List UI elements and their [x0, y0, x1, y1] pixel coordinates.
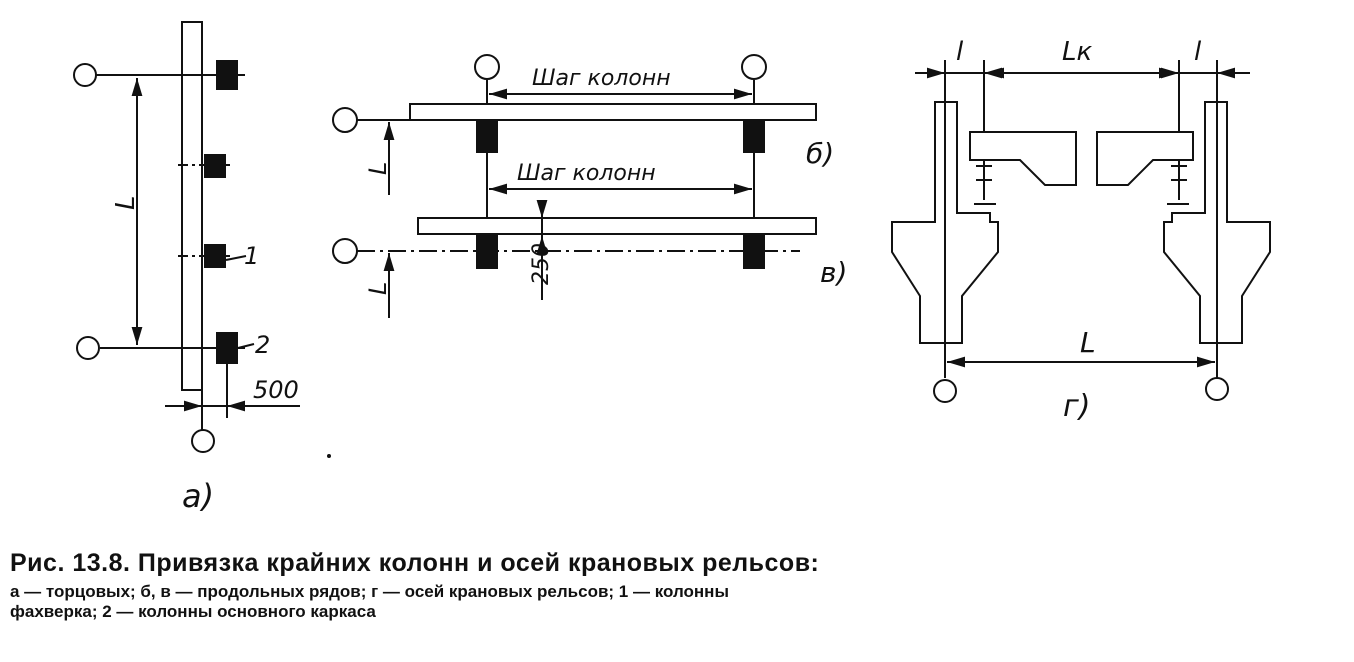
callout-label-1: 1 — [244, 242, 259, 270]
dimension-label-l-right: l — [1194, 37, 1202, 67]
axis-marker-top-right — [741, 54, 767, 80]
framework-column — [204, 244, 226, 268]
callout-leader-2 — [237, 343, 255, 349]
callout-label-2: 2 — [255, 331, 270, 359]
figure-caption: Рис. 13.8. Привязка крайних колонн и осе… — [10, 548, 1350, 622]
caption-title: Рис. 13.8. Привязка крайних колонн и осе… — [10, 549, 820, 577]
main-column — [216, 332, 238, 364]
column-v-left — [476, 235, 498, 269]
dimension-label-500: 500 — [253, 376, 299, 404]
longitudinal-wall-b — [409, 103, 817, 121]
axis-marker-b — [332, 107, 358, 133]
step-label-v: Шаг колонн — [517, 161, 656, 186]
crane-bridge-right — [1096, 131, 1194, 186]
crane-bridge-left — [969, 131, 1077, 186]
axis-marker-left-g — [933, 379, 957, 403]
column-v-right — [743, 235, 765, 269]
caption-body: а — торцовых; б, в — продольных рядов; г… — [10, 582, 1350, 622]
dimension-label-Lk: Lк — [1062, 37, 1092, 67]
figure-drawing: L 1 2 500 а) Шаг колонн Шаг колонн L — [73, 21, 1271, 515]
panel-label-a: а) — [182, 477, 214, 515]
framework-column — [204, 154, 226, 178]
dimension-label-L-v: L — [364, 282, 392, 295]
panel-label-b: б) — [806, 137, 834, 170]
longitudinal-wall-v — [417, 217, 817, 235]
axis-marker-top — [73, 63, 97, 87]
dimension-label-250: 250 — [529, 243, 554, 285]
panel-label-v: в) — [820, 256, 847, 289]
panels-b-v — [332, 54, 817, 318]
axis-marker-top-left — [474, 54, 500, 80]
axis-marker-right-g — [1205, 377, 1229, 401]
column-b-right — [743, 119, 765, 153]
axis-marker-a-bottom — [191, 429, 215, 453]
caption-line-1: а — торцовых; б, в — продольных рядов; г… — [10, 582, 729, 601]
callout-leader-1 — [225, 255, 247, 261]
axis-marker-v — [332, 238, 358, 264]
caption-line-2: фахверка; 2 — колонны основного каркаса — [10, 602, 376, 621]
panel-label-g: г) — [1063, 389, 1090, 424]
axis-marker-bottom — [76, 336, 100, 360]
dimension-label-L: L — [111, 196, 141, 211]
dimension-label-l-left: l — [956, 37, 964, 67]
panel-g — [891, 60, 1271, 403]
dimension-label-L-g: L — [1080, 326, 1096, 359]
main-column — [216, 60, 238, 90]
column-b-left — [476, 119, 498, 153]
end-wall — [181, 21, 203, 391]
step-label-b: Шаг колонн — [532, 66, 671, 91]
dimension-label-L-b: L — [364, 162, 392, 175]
panel-a — [73, 21, 300, 453]
print-speck — [327, 454, 331, 458]
